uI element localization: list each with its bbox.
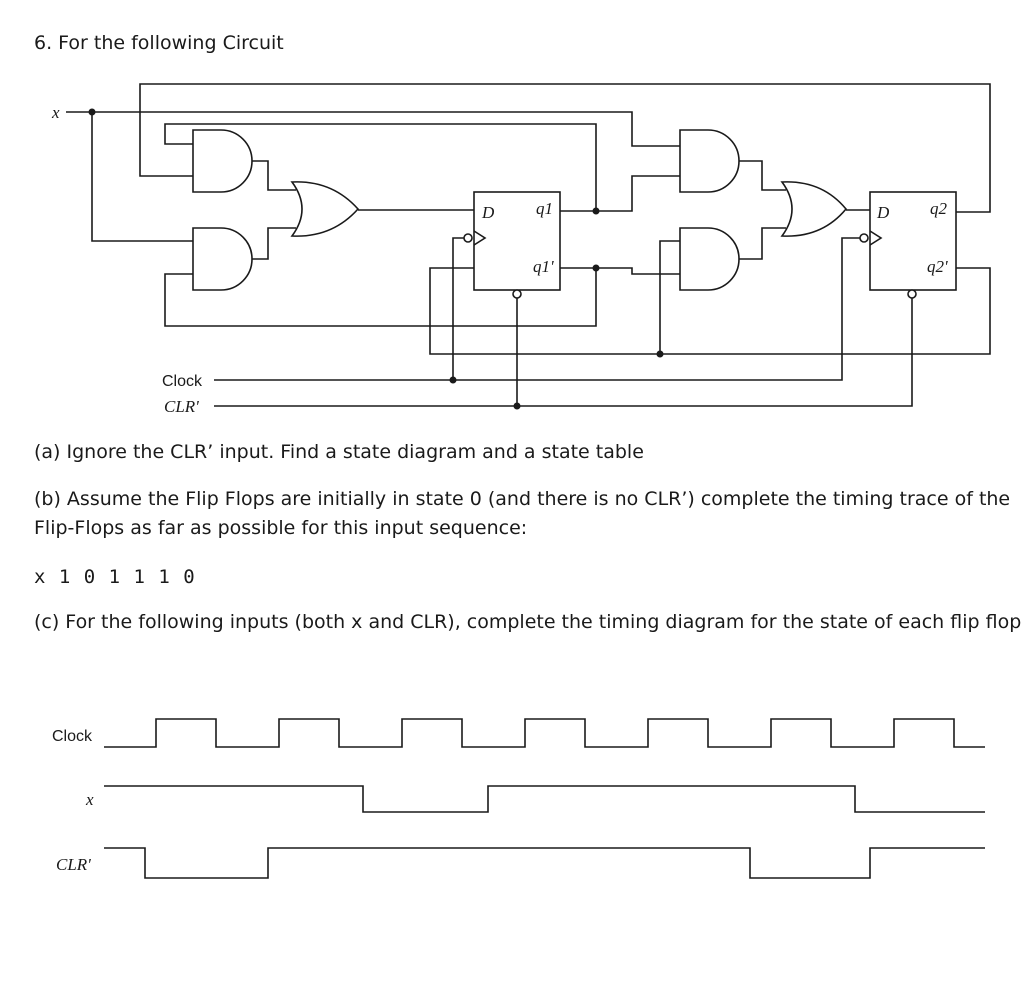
- ff2-clock-triangle: [869, 230, 883, 246]
- timing-clock-label: Clock: [52, 728, 93, 745]
- part-b-text-line2: Flip-Flops as far as possible for this i…: [34, 517, 528, 539]
- flip-flop-2: [869, 191, 957, 291]
- junction-clr: [513, 402, 521, 410]
- wire-and3-or2: [739, 160, 786, 191]
- or-gate-2: [780, 181, 848, 237]
- wire-x: [66, 111, 680, 147]
- and-gate-1: [192, 129, 253, 193]
- junction-q1bar: [592, 264, 600, 272]
- or-gate-1: [290, 181, 360, 237]
- junction-q2bar: [656, 350, 664, 358]
- part-c-text: (c) For the following inputs (both x and…: [34, 611, 1022, 633]
- ff1-q-label: q1: [536, 199, 553, 218]
- ff1-clock-triangle: [473, 230, 487, 246]
- ff2-q-label: q2: [930, 199, 948, 218]
- wire-q2bar-to-and4: [659, 240, 680, 354]
- wire-and4-or2: [739, 227, 786, 260]
- question-title: 6. For the following Circuit: [34, 32, 284, 54]
- and-gate-3: [679, 129, 740, 193]
- timing-clr-label: CLR': [56, 855, 91, 874]
- x-waveform: [104, 785, 985, 813]
- timing-x-label: x: [85, 790, 94, 809]
- circuit-diagram: x D q1 q1' D q2 q2' Cloc: [51, 83, 991, 416]
- clr-label: CLR': [164, 397, 199, 416]
- input-sequence: x 1 0 1 1 1 0: [34, 566, 196, 588]
- wire-q1-to-and1: [164, 123, 597, 211]
- wire-clock-ff1: [452, 237, 464, 380]
- wire-x-down: [91, 112, 193, 242]
- part-a-text: (a) Ignore the CLR’ input. Find a state …: [34, 441, 644, 463]
- wire-q2-feedback: [139, 83, 991, 213]
- wire-clr: [214, 298, 913, 407]
- junction-clock: [449, 376, 457, 384]
- flip-flop-1: [473, 191, 561, 291]
- ff1-d-label: D: [481, 203, 495, 222]
- input-x-label: x: [51, 103, 60, 122]
- wire-and2-or1: [252, 227, 296, 260]
- part-b-text-line1: (b) Assume the Flip Flops are initially …: [34, 488, 1011, 510]
- ff2-qbar-label: q2': [927, 257, 948, 276]
- ff1-qbar-label: q1': [533, 257, 554, 276]
- clr-waveform: [104, 847, 985, 879]
- wire-q2bar-feedback: [429, 267, 991, 355]
- junction-q1: [592, 207, 600, 215]
- clock-waveform: [104, 718, 985, 748]
- wire-q1bar-to-and2: [164, 268, 597, 327]
- wire-and1-or1: [252, 160, 296, 191]
- clock-label: Clock: [162, 373, 203, 390]
- and-gate-4: [679, 227, 740, 291]
- and-gate-2: [192, 227, 253, 291]
- ff2-d-label: D: [876, 203, 890, 222]
- wire-clock: [214, 237, 860, 381]
